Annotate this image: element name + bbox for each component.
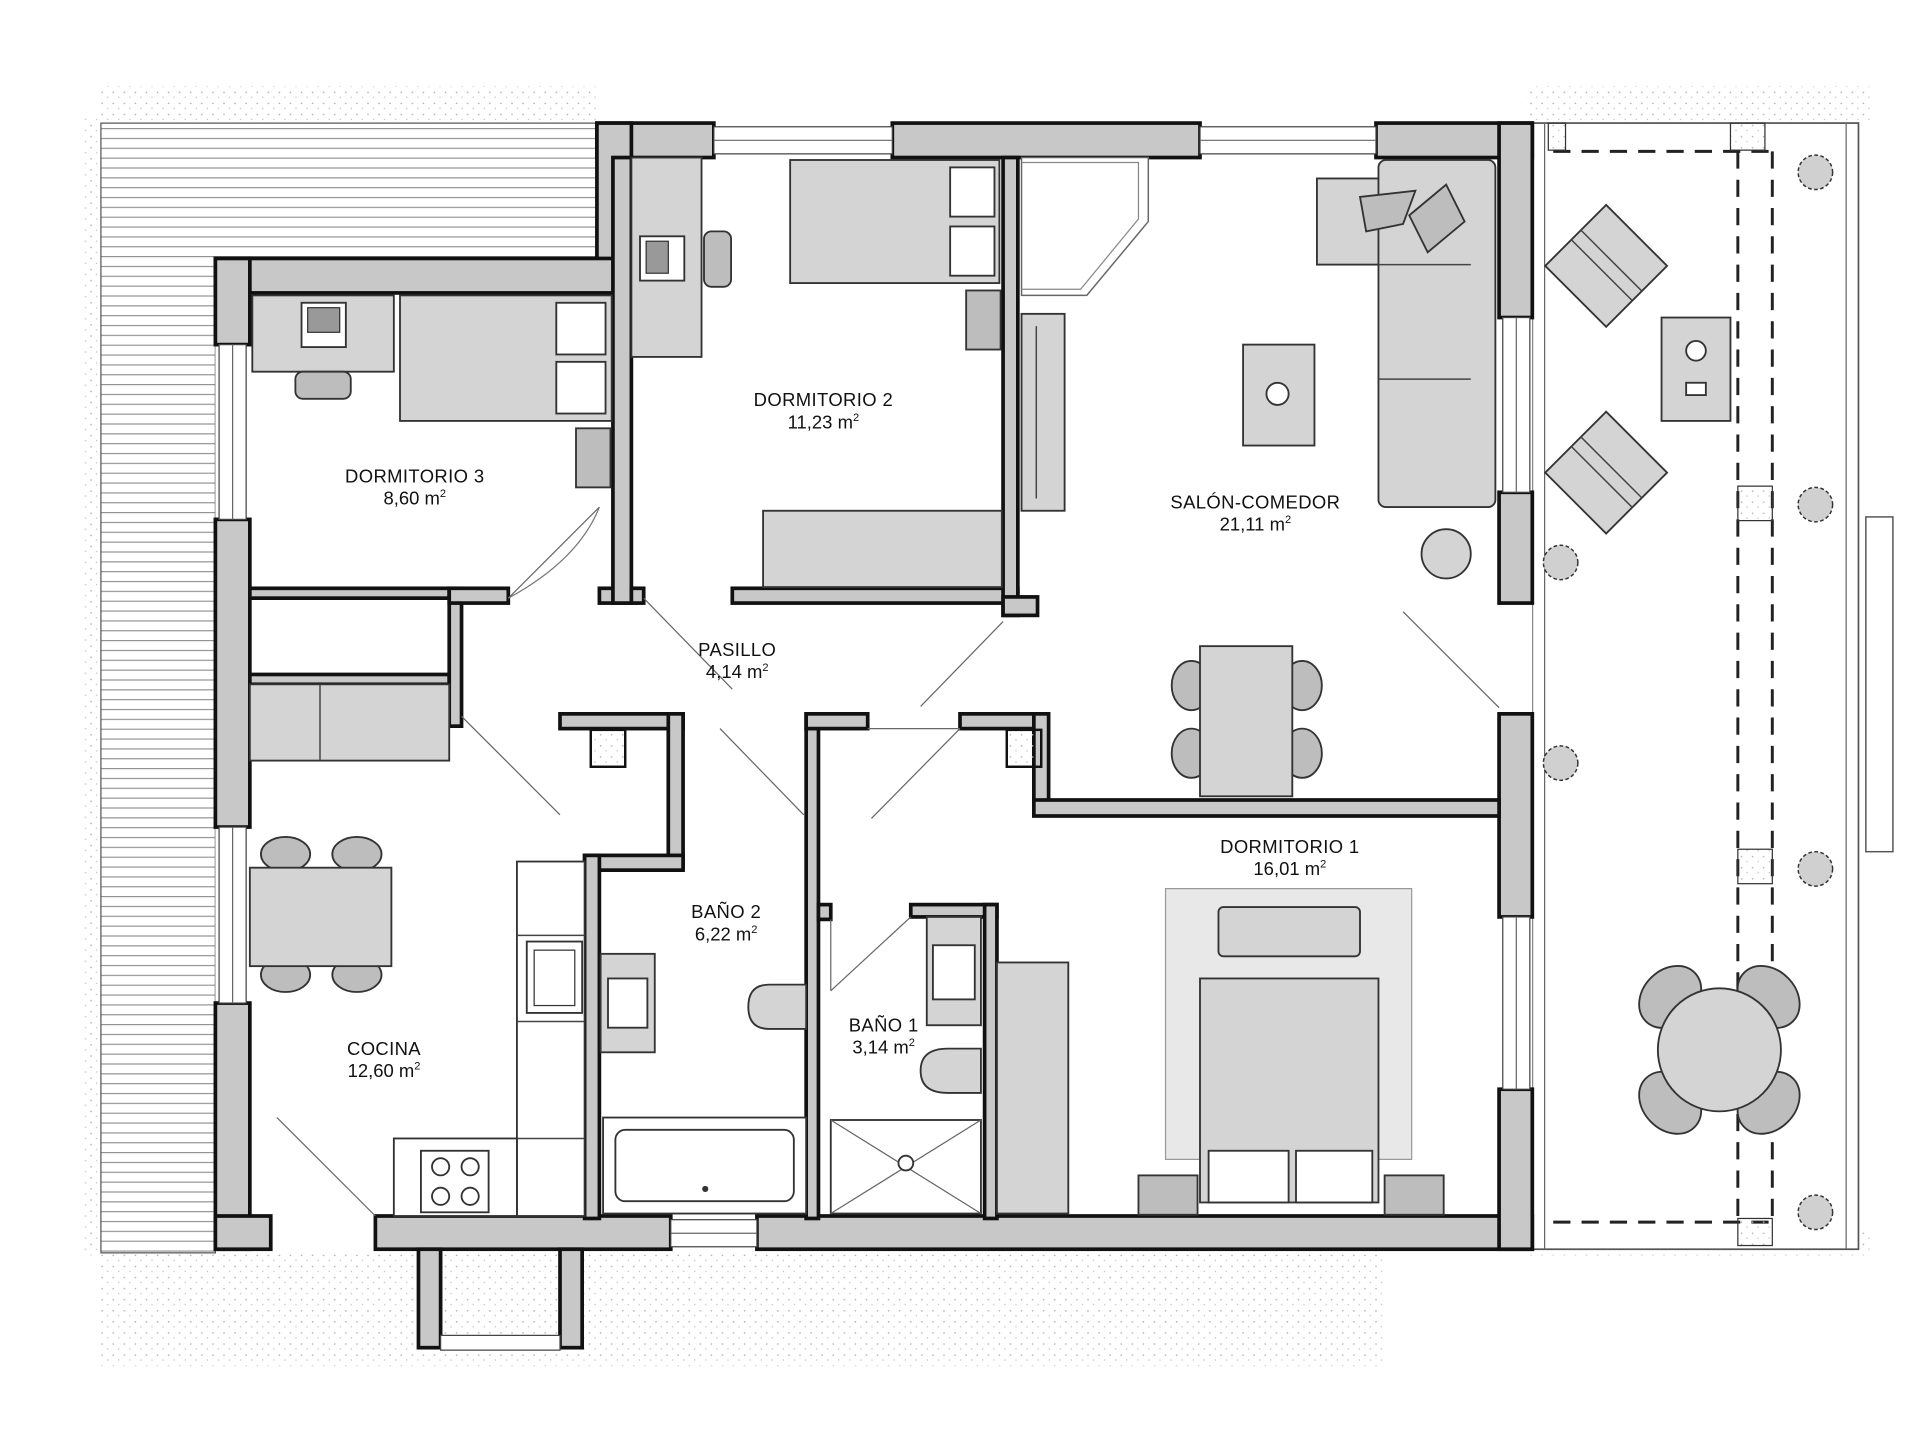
room-label-bano-1: BAÑO 1 3,14 m2 (849, 1014, 919, 1057)
room-area-unit-sup: 2 (751, 924, 757, 936)
svg-text:3,14 m2: 3,14 m2 (852, 1037, 915, 1058)
svg-text:11,23 m2: 11,23 m2 (788, 411, 859, 432)
walls (213, 121, 1535, 1350)
terrace (1531, 122, 1894, 1251)
svg-text:8,60 m2: 8,60 m2 (383, 488, 446, 509)
room-area-unit-sup: 2 (762, 662, 768, 674)
room-area: 4,14 m (706, 661, 762, 682)
room-area-unit-sup: 2 (853, 412, 859, 424)
terrace-round-table (1638, 965, 1801, 1135)
room-name: SALÓN-COMEDOR (1170, 491, 1340, 512)
room-name: DORMITORIO 2 (754, 389, 893, 410)
room-label-salon-comedor: SALÓN-COMEDOR 21,11 m2 (1170, 491, 1340, 534)
salon-comedor-furniture (1020, 156, 1497, 798)
room-area: 16,01 m (1253, 858, 1320, 879)
bano-1-furniture (829, 916, 982, 1215)
room-area: 21,11 m (1220, 513, 1285, 534)
room-name: PASILLO (698, 639, 776, 660)
room-label-cocina: COCINA 12,60 m2 (347, 1038, 421, 1081)
room-area: 8,60 m (383, 488, 439, 509)
room-area: 12,60 m (348, 1060, 415, 1081)
svg-text:4,14 m2: 4,14 m2 (706, 661, 769, 682)
cocina-furniture (248, 683, 586, 1217)
svg-text:6,22 m2: 6,22 m2 (695, 923, 758, 944)
room-area-unit-sup: 2 (440, 488, 446, 500)
room-name: DORMITORIO 3 (345, 465, 484, 486)
room-area-unit-sup: 2 (909, 1037, 915, 1049)
room-label-dormitorio-1: DORMITORIO 1 16,01 m2 (1220, 836, 1359, 879)
room-label-dormitorio-3: DORMITORIO 3 8,60 m2 (345, 465, 484, 508)
svg-text:16,01 m2: 16,01 m2 (1253, 858, 1326, 879)
dormitorio-2-furniture (630, 156, 1003, 588)
room-area-unit-sup: 2 (414, 1061, 420, 1073)
room-area: 6,22 m (695, 923, 751, 944)
door-swings (276, 506, 1500, 1217)
svg-text:21,11 m2: 21,11 m2 (1220, 513, 1291, 534)
room-label-dormitorio-2: DORMITORIO 2 11,23 m2 (754, 389, 893, 432)
room-label-bano-2: BAÑO 2 6,22 m2 (691, 901, 761, 944)
room-label-pasillo: PASILLO 4,14 m2 (698, 639, 776, 682)
dormitorio-3-furniture (251, 294, 613, 489)
room-area-unit-sup: 2 (1285, 514, 1291, 526)
room-area: 11,23 m (788, 411, 853, 432)
room-area: 3,14 m (852, 1037, 908, 1058)
room-name: BAÑO 2 (691, 901, 761, 922)
room-area-unit-sup: 2 (1320, 859, 1326, 871)
room-name: COCINA (347, 1038, 421, 1059)
bano-2-furniture (599, 952, 808, 1215)
room-name: DORMITORIO 1 (1220, 836, 1359, 857)
windows (218, 126, 1531, 1351)
room-name: BAÑO 1 (849, 1014, 919, 1035)
dormitorio-1-furniture (996, 888, 1445, 1216)
svg-text:12,60 m2: 12,60 m2 (348, 1060, 421, 1081)
